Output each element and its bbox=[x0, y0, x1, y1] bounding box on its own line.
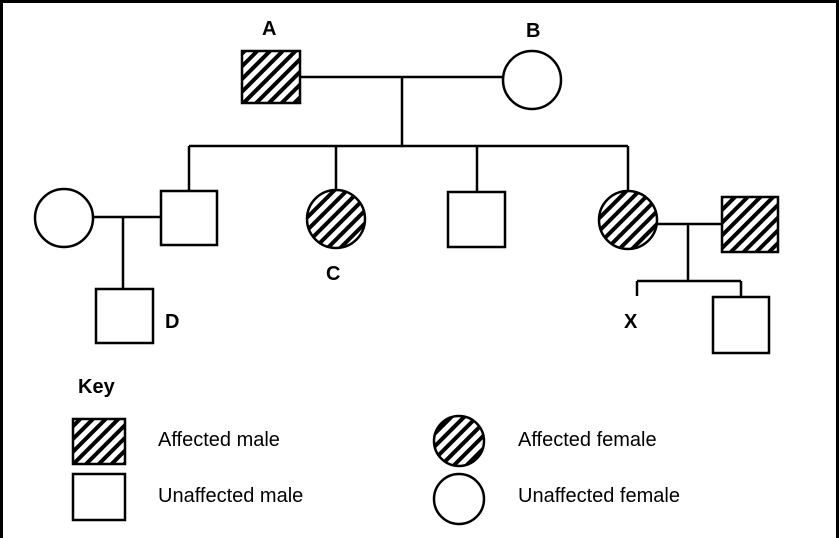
label-x: X bbox=[624, 311, 638, 333]
individual-a-affected-male bbox=[240, 49, 302, 105]
individual-c-affected-female bbox=[305, 188, 367, 250]
key-affected-female-symbol bbox=[432, 414, 486, 468]
son-unaffected-male-2 bbox=[446, 190, 507, 249]
spouse-affected-male bbox=[720, 195, 780, 254]
key-affected-male-symbol bbox=[71, 417, 127, 466]
key-unaffected-male-symbol bbox=[71, 472, 127, 522]
key-title: Key bbox=[78, 376, 116, 398]
key-unaffected-female-label: Unaffected female bbox=[518, 485, 680, 507]
individual-d-unaffected-male bbox=[94, 287, 155, 345]
spouse-unaffected-female bbox=[33, 187, 95, 249]
individual-b-unaffected-female bbox=[501, 49, 563, 111]
son-unaffected-male-3 bbox=[711, 295, 771, 355]
label-d: D bbox=[165, 311, 179, 333]
key-unaffected-male-label: Unaffected male bbox=[158, 485, 303, 507]
label-b: B bbox=[526, 20, 540, 42]
daughter-affected-female bbox=[597, 189, 659, 251]
label-a: A bbox=[262, 18, 276, 40]
key-affected-female-label: Affected female bbox=[518, 429, 657, 451]
key-unaffected-female-symbol bbox=[432, 472, 486, 526]
son-unaffected-male-1 bbox=[159, 189, 219, 247]
label-c: C bbox=[326, 263, 340, 285]
key-affected-male-label: Affected male bbox=[158, 429, 280, 451]
